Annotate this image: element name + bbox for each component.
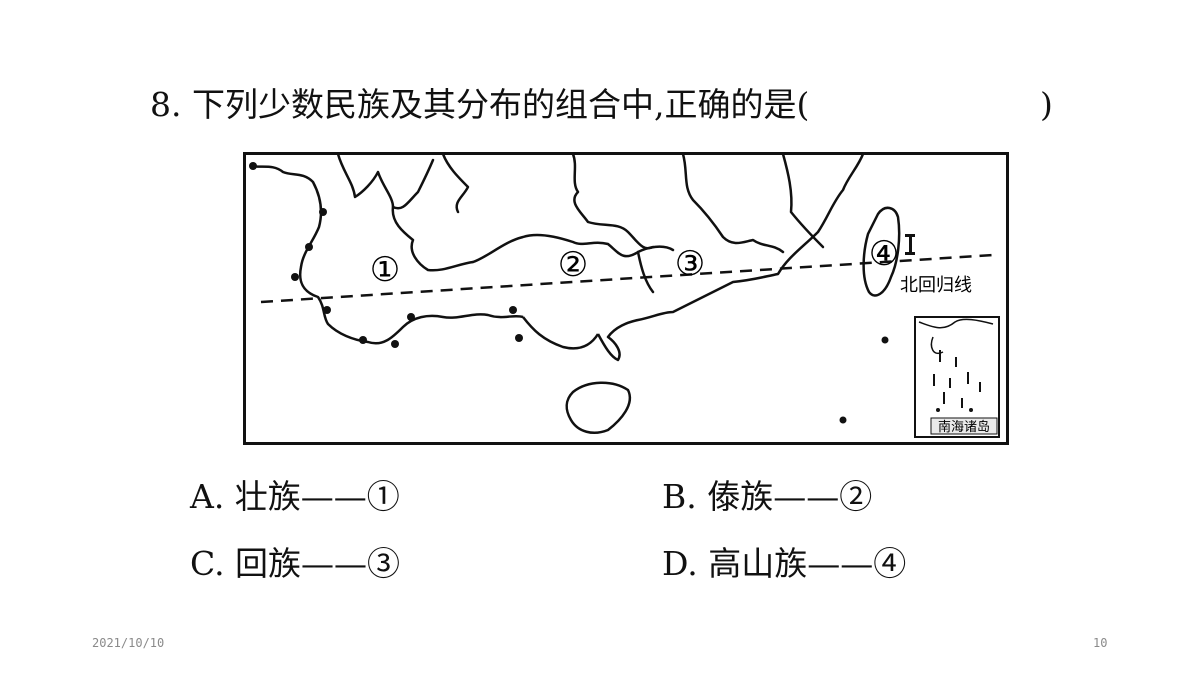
province-borders bbox=[336, 152, 825, 294]
answer-paren-close: ) bbox=[1040, 85, 1053, 124]
map-frame bbox=[243, 152, 1009, 445]
map-figure: 北回归线 ① ② ③ ④ 南海诸岛 bbox=[243, 152, 1009, 445]
taiwan-island bbox=[862, 206, 901, 297]
border-dots bbox=[249, 162, 523, 348]
region-label-2: ② bbox=[558, 245, 588, 285]
footer-date: 2021/10/10 bbox=[92, 636, 165, 650]
coastline bbox=[596, 153, 865, 362]
small-islands bbox=[839, 234, 915, 424]
tropic-of-cancer-line bbox=[260, 253, 994, 304]
option-a: A. 壮族——① bbox=[190, 477, 400, 516]
inset-label: 南海诸岛 bbox=[938, 419, 990, 435]
tropic-label: 北回归线 bbox=[900, 275, 972, 296]
region-label-3: ③ bbox=[675, 244, 705, 284]
map-svg: 北回归线 ① ② ③ ④ 南海诸岛 bbox=[243, 152, 1009, 445]
hainan-island bbox=[565, 381, 631, 434]
option-d: D. 高山族——④ bbox=[662, 544, 907, 583]
south-sea-inset: 南海诸岛 bbox=[914, 316, 1000, 438]
region-label-1: ① bbox=[370, 250, 400, 290]
region-label-4: ④ bbox=[869, 234, 899, 274]
question-text: 8. 下列少数民族及其分布的组合中,正确的是( bbox=[150, 85, 810, 124]
option-c: C. 回族——③ bbox=[190, 544, 401, 583]
page-number: 10 bbox=[1093, 636, 1108, 650]
option-b: B. 傣族——② bbox=[662, 477, 873, 516]
